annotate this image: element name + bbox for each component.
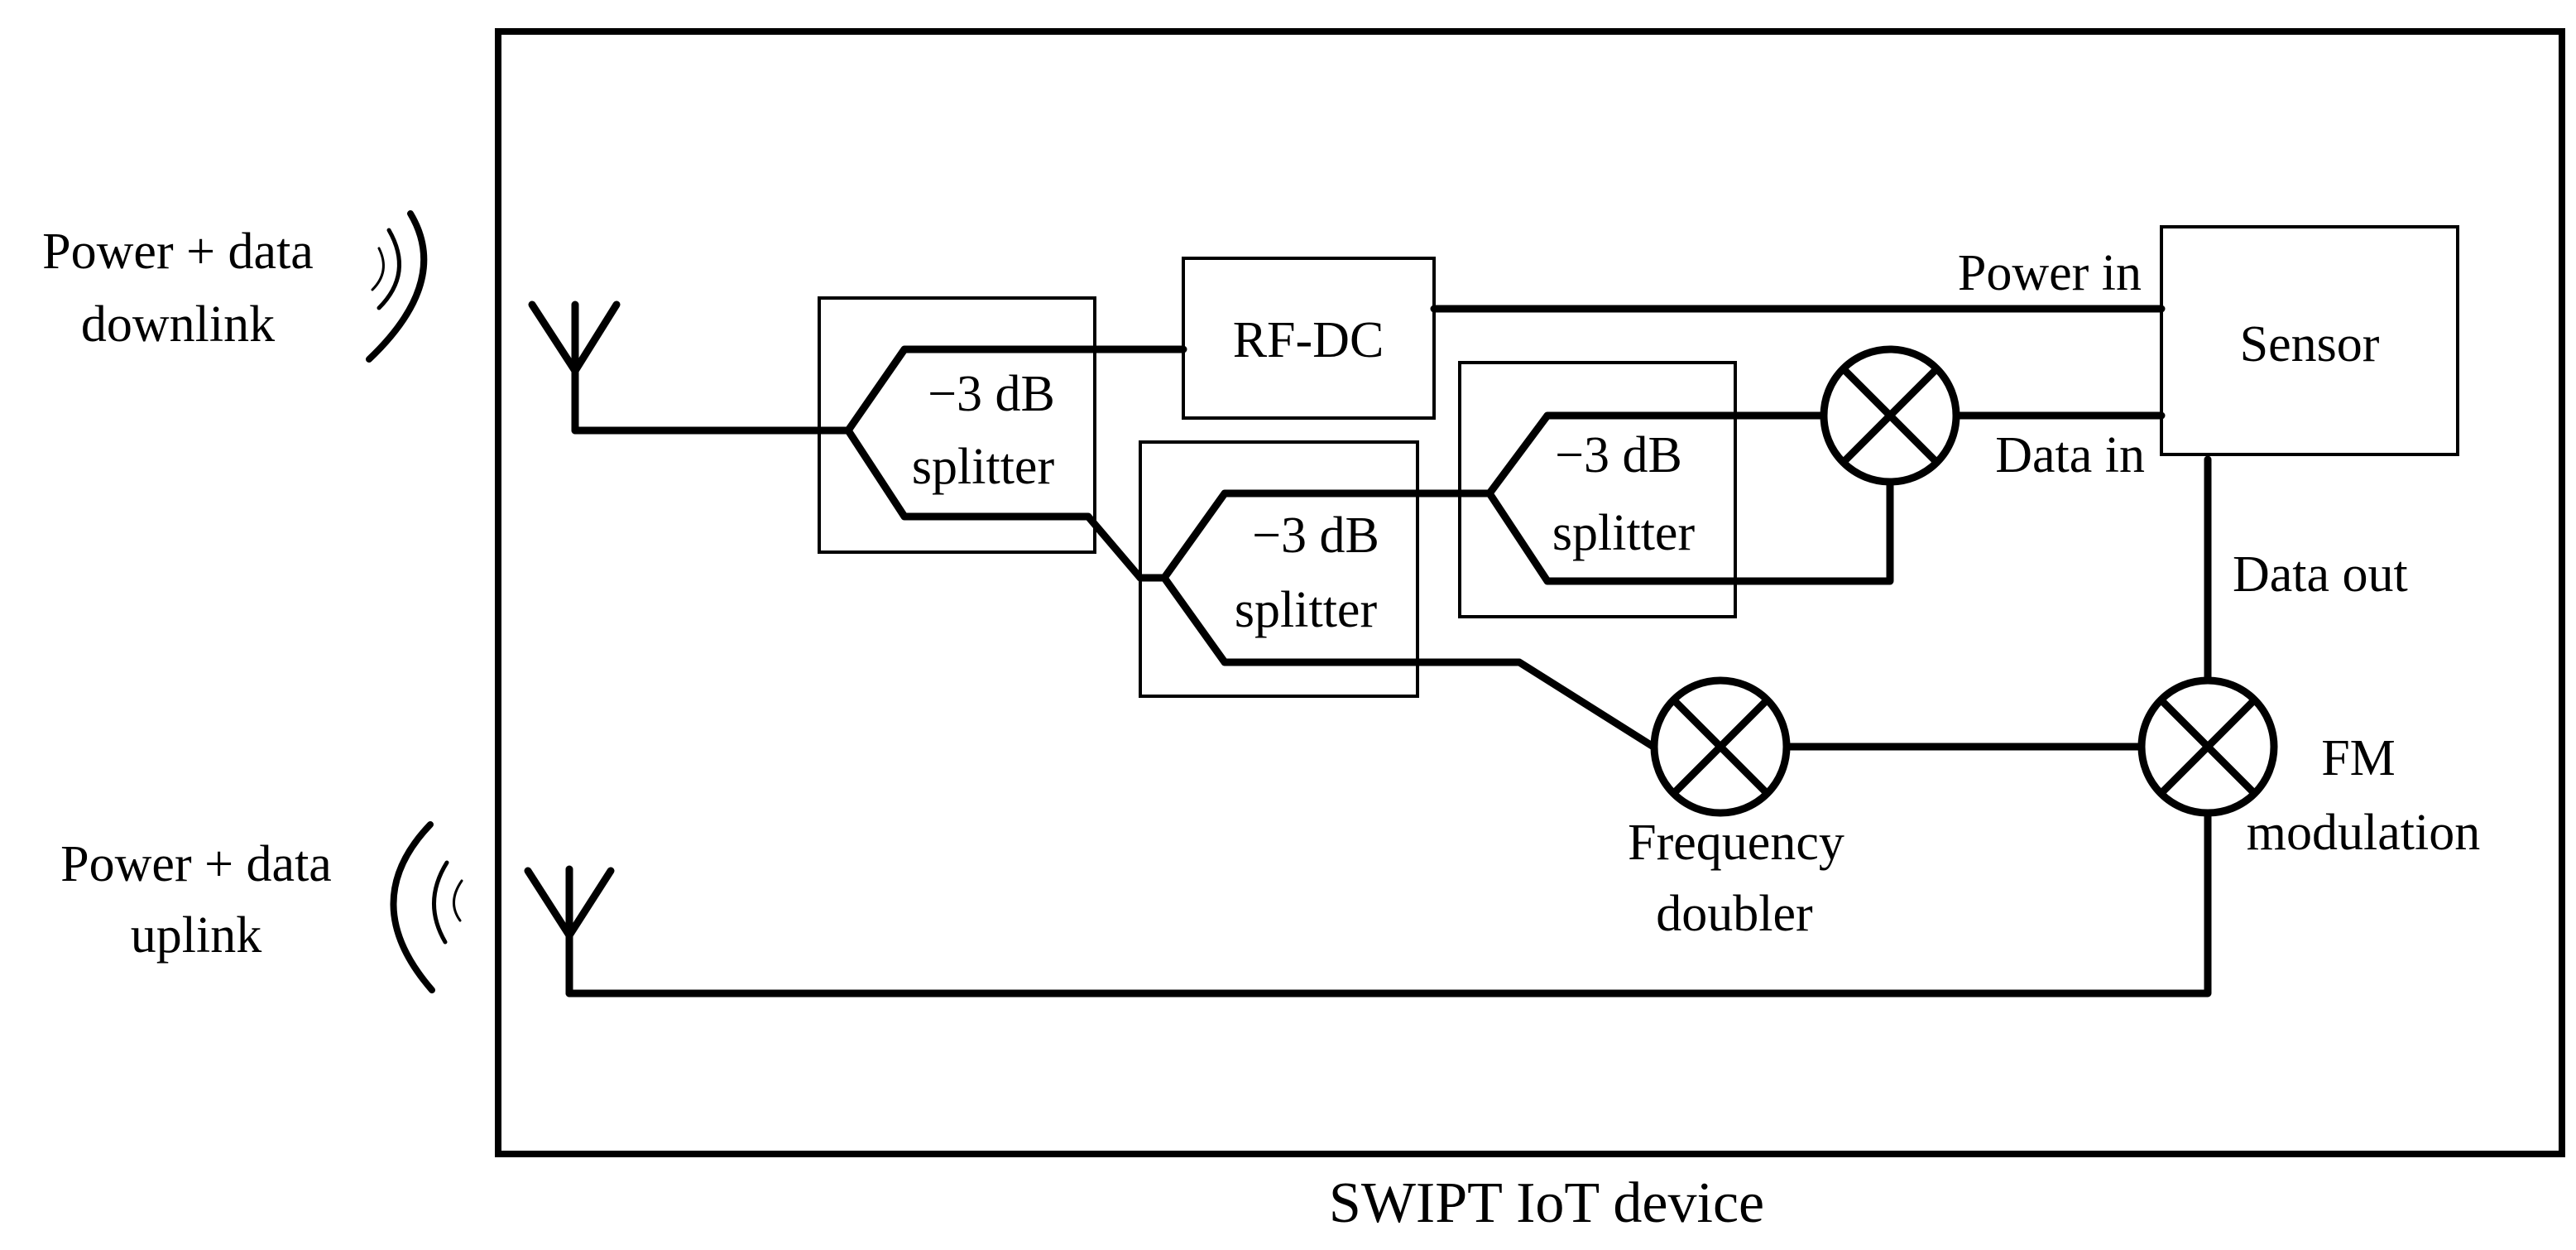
- splitter-1: −3 dB splitter: [818, 296, 1096, 554]
- splitter-3-line2: splitter: [1552, 505, 1696, 561]
- fm-modulation-mixer-icon: [2137, 676, 2278, 817]
- power-in-label: Power in: [1958, 245, 2142, 301]
- uplink-wave-icon: [390, 821, 463, 993]
- splitter-2-line2: splitter: [1235, 582, 1378, 638]
- rfdc-block: RF-DC: [1182, 257, 1436, 420]
- data-in-label: Data in: [1995, 427, 2145, 483]
- sensor-label: Sensor: [2240, 316, 2380, 373]
- splitter-3-line1: −3 dB: [1555, 427, 1682, 483]
- splitter-3: −3 dB splitter: [1458, 361, 1737, 618]
- uplink-label-line1: Power + data: [60, 836, 332, 892]
- data-out-label: Data out: [2233, 546, 2408, 603]
- fm-modulation-line2: modulation: [2247, 805, 2480, 861]
- fm-modulation-line1: FM: [2321, 730, 2396, 786]
- fm-modulation-label: FM modulation: [2247, 730, 2480, 861]
- rfdc-label: RF-DC: [1233, 312, 1384, 368]
- downlink-label: Power + data downlink: [42, 224, 314, 353]
- downlink-wave-icon: [366, 210, 428, 363]
- downlink-antenna-icon: [528, 300, 621, 435]
- data-in-mixer-icon: [1820, 345, 1960, 486]
- frequency-doubler-label: Frequency doubler: [1628, 815, 1844, 942]
- splitter-2-line1: −3 dB: [1252, 507, 1379, 564]
- signal-wiring: [565, 305, 2212, 998]
- downlink-label-line1: Power + data: [42, 224, 314, 280]
- splitter-2: −3 dB splitter: [1139, 440, 1419, 698]
- device-boundary: [495, 28, 2565, 1157]
- downlink-label-line2: downlink: [81, 296, 275, 353]
- frequency-doubler-line1: Frequency: [1628, 815, 1844, 871]
- frequency-doubler-mixer-icon: [1650, 676, 1791, 817]
- device-title: SWIPT IoT device: [1329, 1171, 1764, 1235]
- uplink-label-line2: uplink: [131, 907, 261, 964]
- splitter-1-line1: −3 dB: [928, 366, 1055, 422]
- uplink-label: Power + data uplink: [60, 836, 332, 964]
- frequency-doubler-line2: doubler: [1656, 886, 1813, 942]
- uplink-antenna-icon: [524, 865, 615, 998]
- sensor-block: Sensor: [2160, 225, 2459, 456]
- splitter-1-line2: splitter: [912, 439, 1055, 495]
